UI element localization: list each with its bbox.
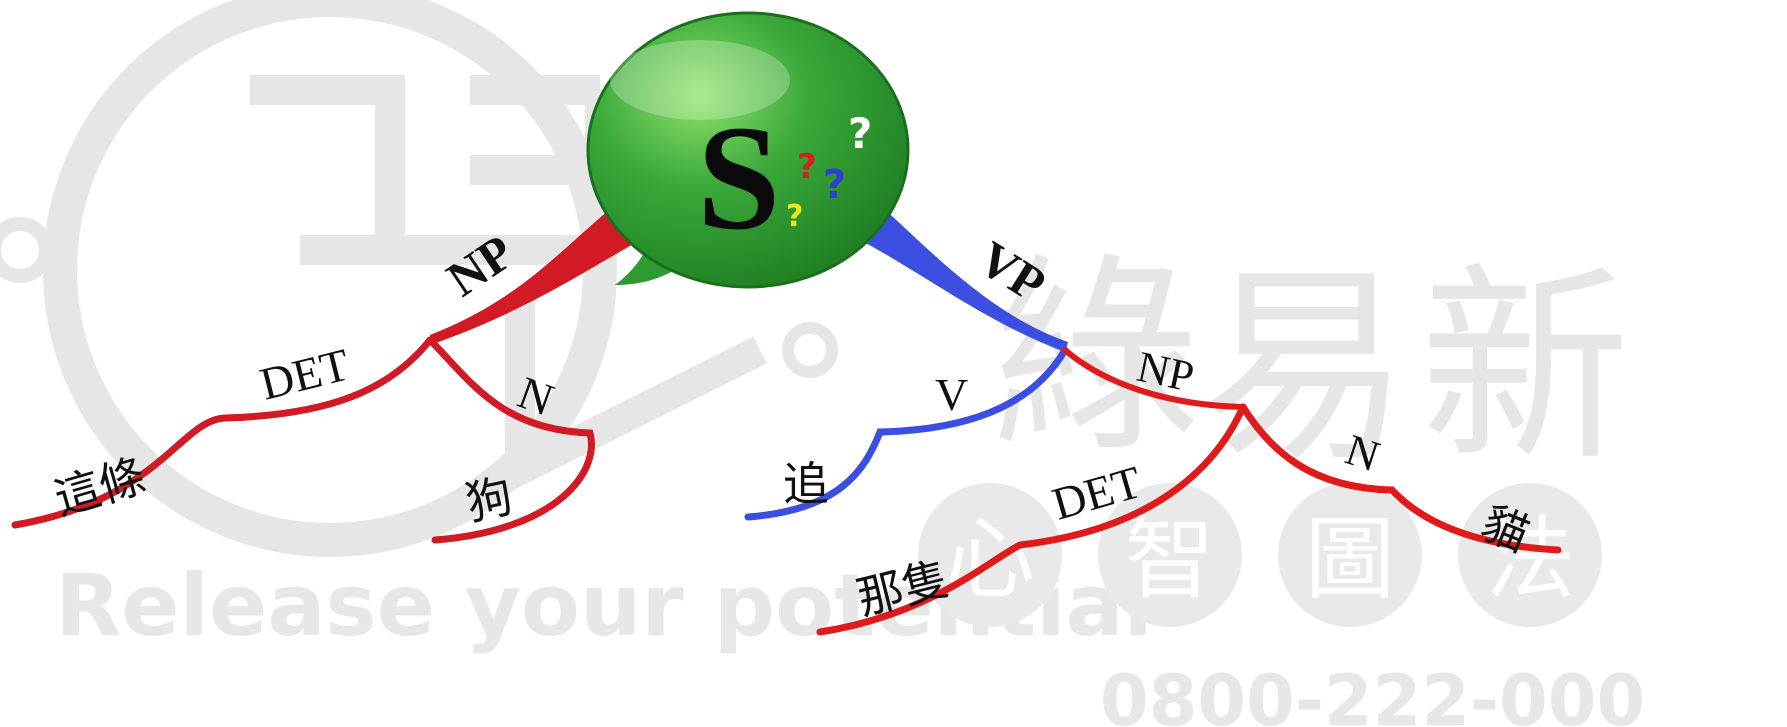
- watermark-phone: 0800-222-000: [1100, 660, 1645, 727]
- bubble-highlight: [610, 40, 790, 120]
- s-bubble: S ? ? ? ?: [586, 11, 910, 289]
- vp-trunk: [845, 205, 1068, 352]
- watermark-seals: 心 智 圖 法: [918, 483, 1602, 627]
- watermark-char-3: 新: [1420, 245, 1630, 490]
- qmark-white: ?: [848, 109, 872, 158]
- v-branch-line: [744, 346, 1069, 521]
- watermark-dot-left: [0, 217, 53, 283]
- watermark: 綠 易 新 Release your potential 心 智 圖 法 080…: [0, 0, 1645, 727]
- np-trunk: [430, 205, 650, 345]
- v-label: V: [935, 369, 968, 420]
- det-branch-line: [11, 336, 434, 529]
- seal-char-2: 智: [1125, 507, 1215, 612]
- root-s-label: S: [697, 95, 780, 261]
- vp-det-branch-line: [816, 403, 1247, 636]
- watermark-char-2: 易: [1200, 245, 1410, 490]
- qmark-red: ?: [797, 147, 817, 187]
- qmark-blue: ?: [823, 162, 846, 208]
- word-zhetiao: 這條: [48, 448, 151, 525]
- qmark-yellow: ?: [786, 199, 803, 234]
- vp-n-branch-line: [1239, 403, 1562, 554]
- word-zhui: 追: [783, 457, 829, 511]
- n-branch-line: [426, 336, 595, 544]
- bubble-body: [586, 11, 910, 289]
- watermark-ring: [43, 0, 617, 557]
- seal-char-4: 法: [1485, 507, 1575, 612]
- watermark-char-1: 綠: [990, 235, 1200, 480]
- seal-char-3: 圖: [1305, 507, 1395, 612]
- vp-np-branch-line: [1062, 347, 1246, 410]
- vp-np-label: NP: [1133, 342, 1198, 402]
- watermark-dot-right: [782, 322, 838, 378]
- word-gou: 狗: [461, 468, 517, 530]
